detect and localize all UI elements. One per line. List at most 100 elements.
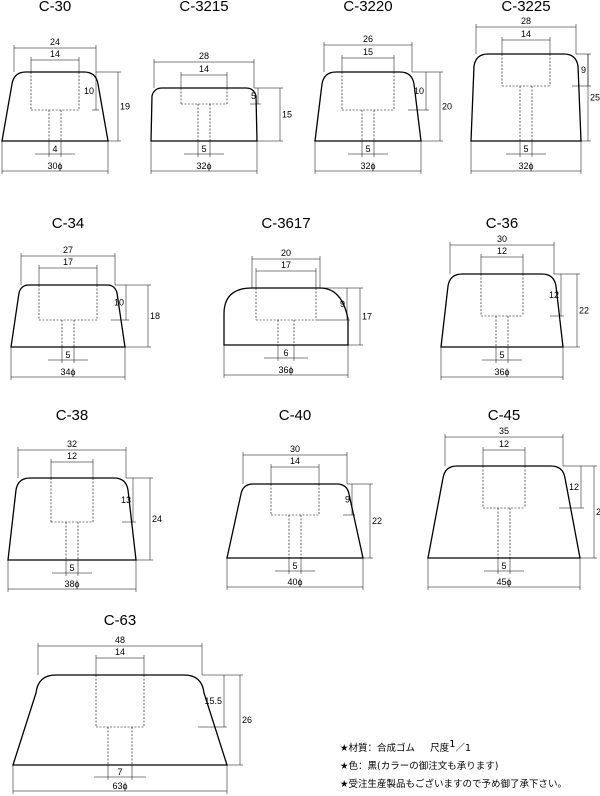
hole-width-label: 7 — [117, 767, 122, 777]
top-width-label: 30 — [497, 234, 507, 244]
base-diameter-label: 45ϕ — [496, 577, 511, 587]
cavity-depth-label: 10 — [84, 86, 94, 96]
cavity-width-label: 12 — [497, 246, 507, 256]
part-c-34: C-34 27 17 10 18 5 34ϕ — [10, 215, 160, 380]
cavity-depth-label: 12 — [549, 290, 559, 300]
part-c-3617: C-3617 20 17 9 17 6 36ϕ — [223, 215, 372, 378]
base-diameter-label: 40ϕ — [287, 577, 302, 587]
part-body-outline — [440, 273, 564, 348]
height-label: 15 — [282, 110, 292, 120]
part-title: C-40 — [279, 407, 312, 424]
part-title: C-3225 — [501, 0, 550, 15]
cavity-width-label: 12 — [67, 451, 77, 461]
top-width-label: 20 — [281, 248, 291, 258]
height-label: 22 — [372, 516, 382, 526]
base-diameter-label: 30ϕ — [47, 161, 62, 171]
height-label: 20 — [442, 102, 452, 112]
material-note: ★材質：合成ゴム 尺度1／1 — [340, 739, 598, 758]
cavity-width-label: 14 — [199, 64, 209, 74]
base-diameter-label: 36ϕ — [494, 367, 509, 377]
height-label: 26 — [242, 715, 252, 725]
hole-width-label: 5 — [65, 350, 70, 360]
top-width-label: 30 — [290, 444, 300, 454]
hole-width-label: 5 — [292, 561, 297, 571]
cavity-depth-label: 13 — [121, 495, 131, 505]
part-title: C-36 — [486, 215, 519, 232]
part-body-outline — [314, 71, 422, 142]
part-c-36: C-36 30 12 12 22 5 36ϕ — [440, 215, 589, 380]
base-diameter-label: 63ϕ — [112, 781, 127, 791]
cavity-width-label: 12 — [499, 439, 509, 449]
material-text: ★材質：合成ゴム — [340, 743, 416, 754]
cavity-depth-label: 15.5 — [204, 696, 222, 706]
top-width-label: 27 — [63, 245, 73, 255]
height-label: 22 — [579, 306, 589, 316]
hole-width-label: 5 — [523, 144, 528, 154]
color-note: ★色：黒(カラーの御注文も承ります) — [340, 761, 499, 772]
part-body-outline — [150, 87, 258, 142]
base-diameter-label: 38ϕ — [64, 579, 79, 589]
part-title: C-30 — [39, 0, 72, 15]
cavity-depth-label: 9 — [340, 299, 345, 309]
part-c-40: C-40 30 14 9 22 5 40ϕ — [226, 407, 382, 590]
base-diameter-label: 34ϕ — [60, 367, 75, 377]
cavity-width-label: 17 — [63, 257, 73, 267]
part-title: C-45 — [488, 407, 521, 424]
scale-slash: ／ — [455, 743, 466, 754]
part-title: C-63 — [104, 612, 137, 629]
cavity-width-label: 17 — [281, 260, 291, 270]
height-label: 25 — [590, 93, 600, 103]
hole-width-label: 6 — [283, 348, 288, 358]
part-title: C-38 — [56, 407, 89, 424]
height-label: 17 — [362, 312, 372, 322]
height-label: 18 — [150, 311, 160, 321]
cavity-width-label: 14 — [50, 49, 60, 59]
cavity-depth-label: 9 — [581, 65, 586, 75]
part-title: C-3220 — [343, 0, 392, 15]
top-width-label: 35 — [499, 426, 509, 436]
top-width-label: 28 — [199, 51, 209, 61]
base-diameter-label: 32ϕ — [360, 161, 375, 171]
cavity-depth-label: 12 — [569, 482, 579, 492]
part-body-outline — [223, 287, 349, 346]
part-title: C-3215 — [179, 0, 228, 15]
cavity-width-label: 14 — [115, 647, 125, 657]
cavity-depth-label: 9 — [345, 495, 350, 505]
top-width-label: 32 — [67, 439, 77, 449]
part-body-outline — [7, 477, 137, 561]
hole-width-label: 5 — [501, 561, 506, 571]
notes-block: ★材質：合成ゴム 尺度1／1 ★色：黒(カラーの御注文も承ります) ★受注生産製… — [340, 739, 598, 794]
hole-width-label: 5 — [499, 350, 504, 360]
part-body-outline — [12, 674, 228, 766]
cavity-width-label: 14 — [521, 29, 531, 39]
part-title: C-34 — [52, 215, 85, 232]
cavity-width-label: 14 — [290, 456, 300, 466]
base-diameter-label: 32ϕ — [518, 161, 533, 171]
part-body-outline — [427, 465, 581, 559]
height-label: 27 — [596, 507, 600, 517]
base-diameter-label: 36ϕ — [278, 365, 293, 375]
cavity-depth-label: 5 — [251, 91, 256, 101]
scale-denominator: 1 — [465, 743, 472, 754]
hole-width-label: 5 — [365, 144, 370, 154]
top-width-label: 48 — [115, 635, 125, 645]
top-width-label: 28 — [521, 16, 531, 26]
made-to-order-note: ★受注生産製品もございますので予め御了承下さい。 — [340, 779, 568, 790]
top-width-label: 24 — [50, 37, 60, 47]
part-body-outline — [470, 53, 582, 142]
part-body-outline — [1, 71, 109, 142]
part-c-45: C-45 35 12 12 27 5 45ϕ — [427, 407, 600, 590]
height-label: 19 — [120, 102, 130, 112]
part-title: C-3617 — [261, 215, 310, 232]
height-label: 24 — [152, 514, 162, 524]
top-width-label: 26 — [363, 34, 373, 44]
part-body-outline — [226, 483, 364, 559]
scale-numerator: 1 — [449, 739, 456, 750]
part-body-outline — [10, 284, 126, 348]
cavity-depth-label: 10 — [114, 298, 124, 308]
